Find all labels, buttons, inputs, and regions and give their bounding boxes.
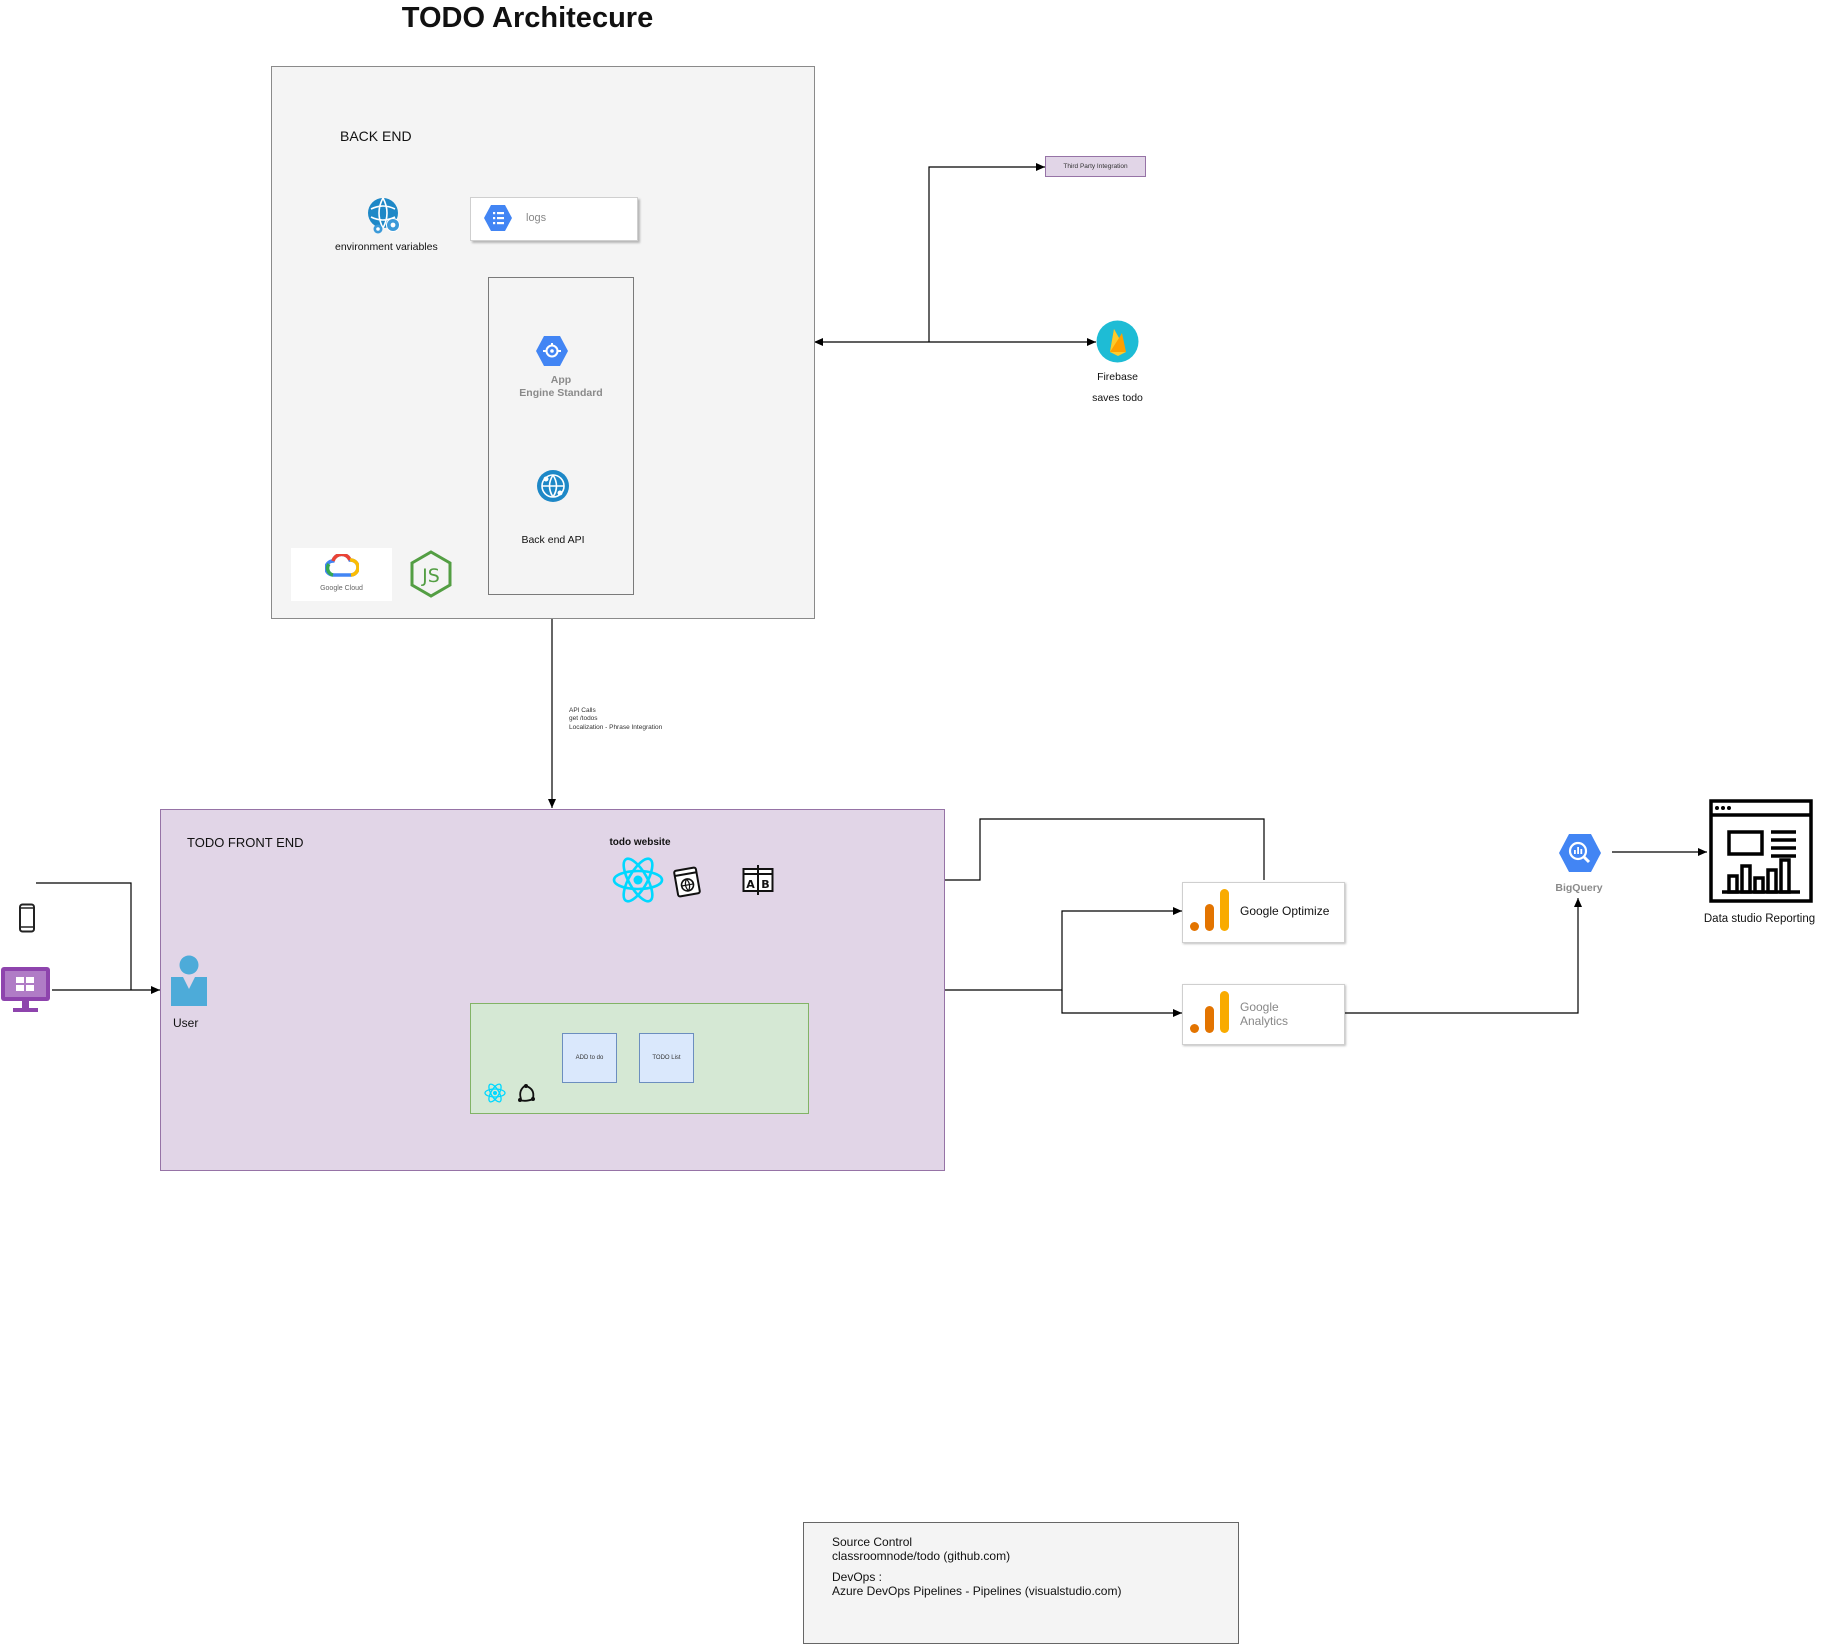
edge-backend-third-party — [928, 163, 1045, 342]
google-cloud-logo: Google Cloud — [291, 548, 392, 601]
app-engine-label-2: Engine Standard — [519, 387, 603, 399]
firebase-icon — [1096, 320, 1139, 363]
google-optimize-icon — [1190, 889, 1229, 931]
google-analytics-icon — [1190, 991, 1229, 1033]
backend-label: BACK END — [340, 128, 412, 144]
mobile-phone-icon — [19, 903, 35, 933]
google-analytics-label-1: Google — [1240, 1000, 1279, 1014]
devops-title: DevOps : — [832, 1570, 883, 1584]
google-cloud-icon — [325, 554, 359, 577]
api-note-line: Localization - Phrase Integration — [569, 724, 663, 731]
windows-desktop-icon — [1, 967, 50, 1012]
google-cloud-label: Google Cloud — [320, 585, 363, 592]
svg-text:A: A — [746, 878, 755, 891]
data-studio-reporting-label: Data studio Reporting — [1703, 913, 1816, 925]
frontend-container — [160, 809, 945, 1171]
edge-phone-user — [36, 882, 132, 990]
logging-icon — [484, 205, 512, 231]
edge-analytics-bigquery — [1345, 898, 1582, 1014]
diagram-title: TODO Architecure — [401, 2, 654, 34]
data-studio-reporting-icon — [1709, 799, 1813, 903]
environment-variables-label: environment variables — [335, 241, 438, 253]
backend-api-label: Back end API — [521, 534, 585, 546]
bigquery-label: BigQuery — [1555, 882, 1603, 894]
devops-value[interactable]: Azure DevOps Pipelines - Pipelines (visu… — [832, 1584, 1122, 1598]
svg-text:JS: JS — [421, 565, 440, 587]
edge-frontend-optimize — [945, 907, 1182, 991]
environment-variables-icon — [368, 197, 400, 234]
google-optimize-label: Google Optimize — [1240, 904, 1330, 918]
source-control-title: Source Control — [832, 1535, 913, 1549]
app-engine-label-1: App — [550, 374, 572, 386]
svg-text:B: B — [761, 878, 769, 891]
app-engine-container — [488, 277, 634, 595]
redux-icon — [518, 1084, 535, 1102]
ab-test-icon: A B — [742, 865, 774, 895]
react-icon — [612, 857, 664, 903]
user-icon — [171, 955, 207, 1006]
bigquery-icon — [1559, 834, 1601, 872]
web-page-icon — [673, 866, 701, 898]
firebase-label: Firebase — [1097, 371, 1138, 383]
third-party-integration-box: Third Party Integration — [1045, 156, 1146, 177]
backend-api-icon — [537, 470, 569, 502]
todo-list-component: TODO List — [639, 1033, 694, 1083]
nodejs-icon: JS — [410, 550, 452, 598]
react-small-icon — [484, 1083, 506, 1103]
notes-box: Source Control classroomnode/todo (githu… — [803, 1522, 1239, 1644]
logs-label: logs — [526, 212, 547, 224]
frontend-label: TODO FRONT END — [187, 835, 304, 850]
todo-website-label: todo website — [609, 837, 671, 848]
add-todo-component: ADD to do — [562, 1033, 617, 1083]
google-analytics-label-2: Analytics — [1240, 1014, 1289, 1028]
firebase-caption: saves todo — [1092, 392, 1143, 404]
app-engine-icon — [536, 336, 568, 366]
user-label: User — [173, 1016, 199, 1030]
api-note-line: get /todos — [569, 715, 598, 722]
api-note-line: API Calls — [569, 707, 596, 714]
edge-frontend-analytics — [1061, 990, 1182, 1017]
source-control-value[interactable]: classroomnode/todo (github.com) — [832, 1549, 1011, 1563]
